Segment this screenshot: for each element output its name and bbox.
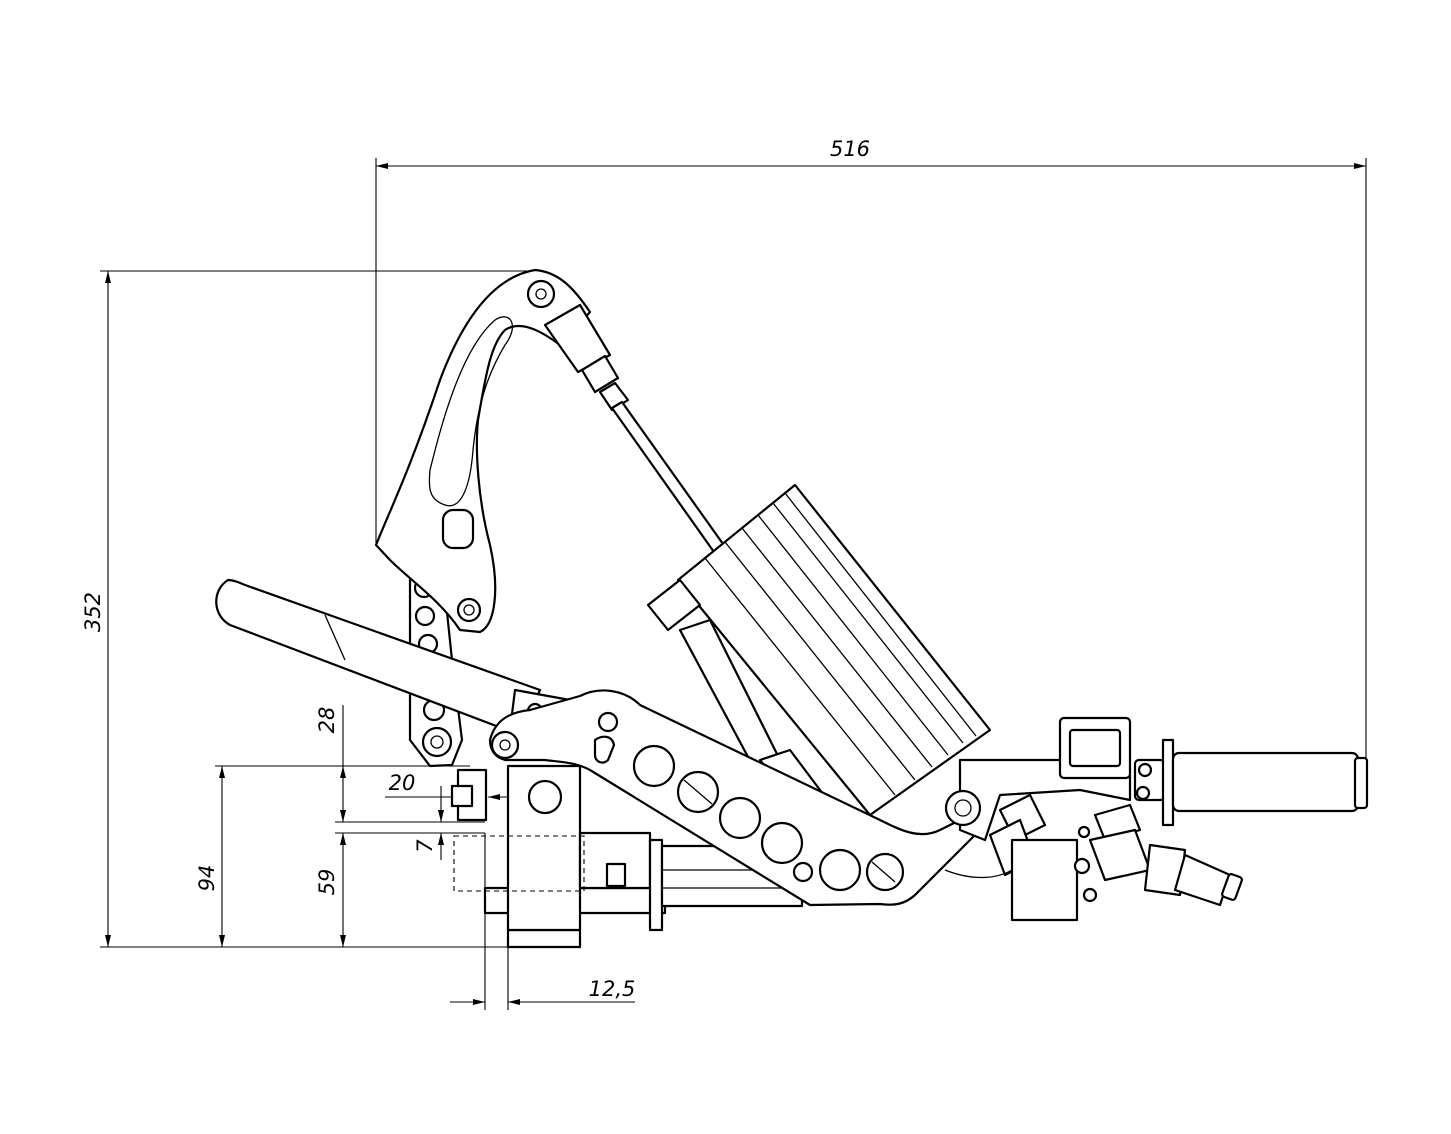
dim-59: 59 (315, 869, 339, 896)
dim-94: 94 (195, 865, 219, 892)
dim-7: 7 (413, 839, 437, 853)
dim-20: 20 (389, 771, 416, 795)
main-plate (488, 689, 982, 907)
upper-arm (374, 268, 592, 634)
dim-12-5: 12,5 (589, 977, 636, 1001)
clamp-mechanism (215, 268, 1369, 949)
dimension-lines (100, 158, 1367, 1010)
fittings (944, 793, 1243, 922)
dim-28: 28 (315, 707, 339, 734)
dim-overall-width: 516 (830, 137, 870, 161)
dim-overall-height: 352 (81, 592, 105, 632)
outlet-assembly (944, 716, 1369, 842)
